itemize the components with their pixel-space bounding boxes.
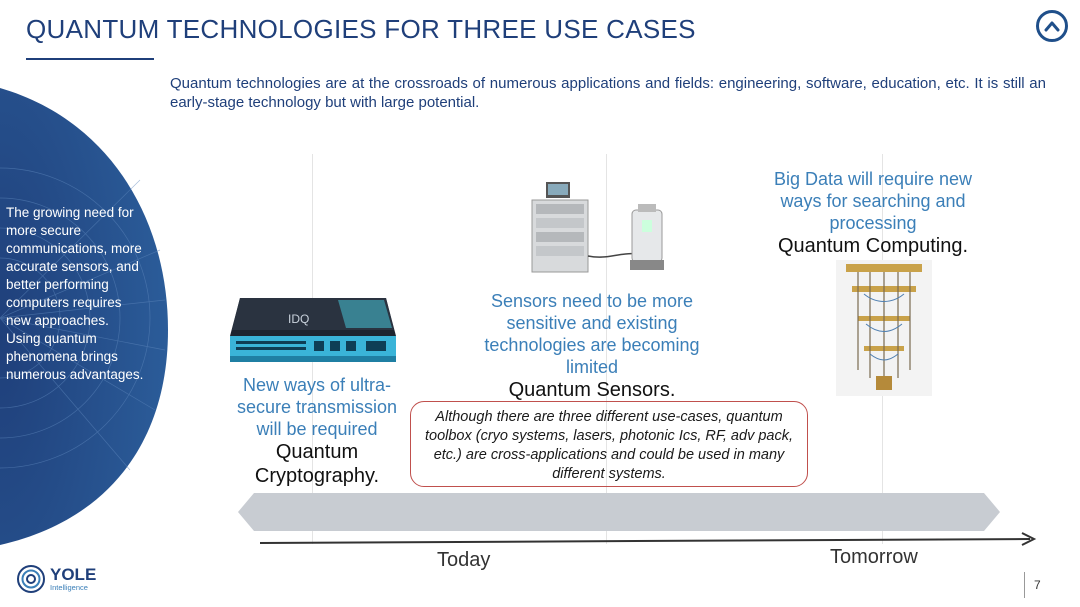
column-divider (606, 154, 607, 544)
chevron-up-icon (1044, 21, 1060, 32)
company-logo: YOLE Intelligence (16, 564, 96, 594)
computing-use-case: Big Data will require new ways for searc… (752, 168, 994, 258)
computing-technology-label: Quantum Computing. (777, 235, 969, 257)
logo-subtitle: Intelligence (50, 583, 88, 592)
page-number: 7 (1034, 578, 1041, 592)
yole-logo-icon (17, 565, 45, 593)
timeline-arrow (260, 532, 1037, 546)
side-panel-graphic (0, 88, 168, 545)
timeline-today-label: Today (437, 549, 491, 571)
scroll-up-button[interactable] (1036, 10, 1068, 42)
title-underline (26, 58, 154, 60)
quantum-computer-image (836, 260, 932, 396)
sensors-technology-label: Quantum Sensors. (508, 379, 676, 401)
toolbox-note-box: Although there are three different use-c… (410, 401, 808, 487)
sensors-equipment-image (531, 182, 664, 273)
timeline-band (238, 493, 1000, 531)
crypto-description: New ways of ultra-secure transmission wi… (236, 375, 398, 439)
cryptography-device-image: IDQ (230, 298, 396, 362)
sensors-use-case: Sensors need to be more sensitive and ex… (480, 290, 704, 402)
intro-paragraph: Quantum technologies are at the crossroa… (170, 75, 1046, 111)
crypto-technology-label: Quantum Cryptography. (254, 441, 380, 487)
timeline-tomorrow-label: Tomorrow (830, 546, 918, 568)
sidebar-text: The growing need for more secure communi… (6, 205, 144, 382)
device-brand-label: IDQ (288, 312, 309, 326)
computing-description: Big Data will require new ways for searc… (773, 169, 973, 233)
sensors-description: Sensors need to be more sensitive and ex… (484, 291, 700, 377)
page-number-divider (1024, 572, 1025, 598)
crypto-use-case: New ways of ultra-secure transmission wi… (222, 374, 412, 488)
logo-name: YOLE (50, 565, 97, 584)
page-title: QUANTUM TECHNOLOGIES FOR THREE USE CASES (26, 14, 696, 44)
